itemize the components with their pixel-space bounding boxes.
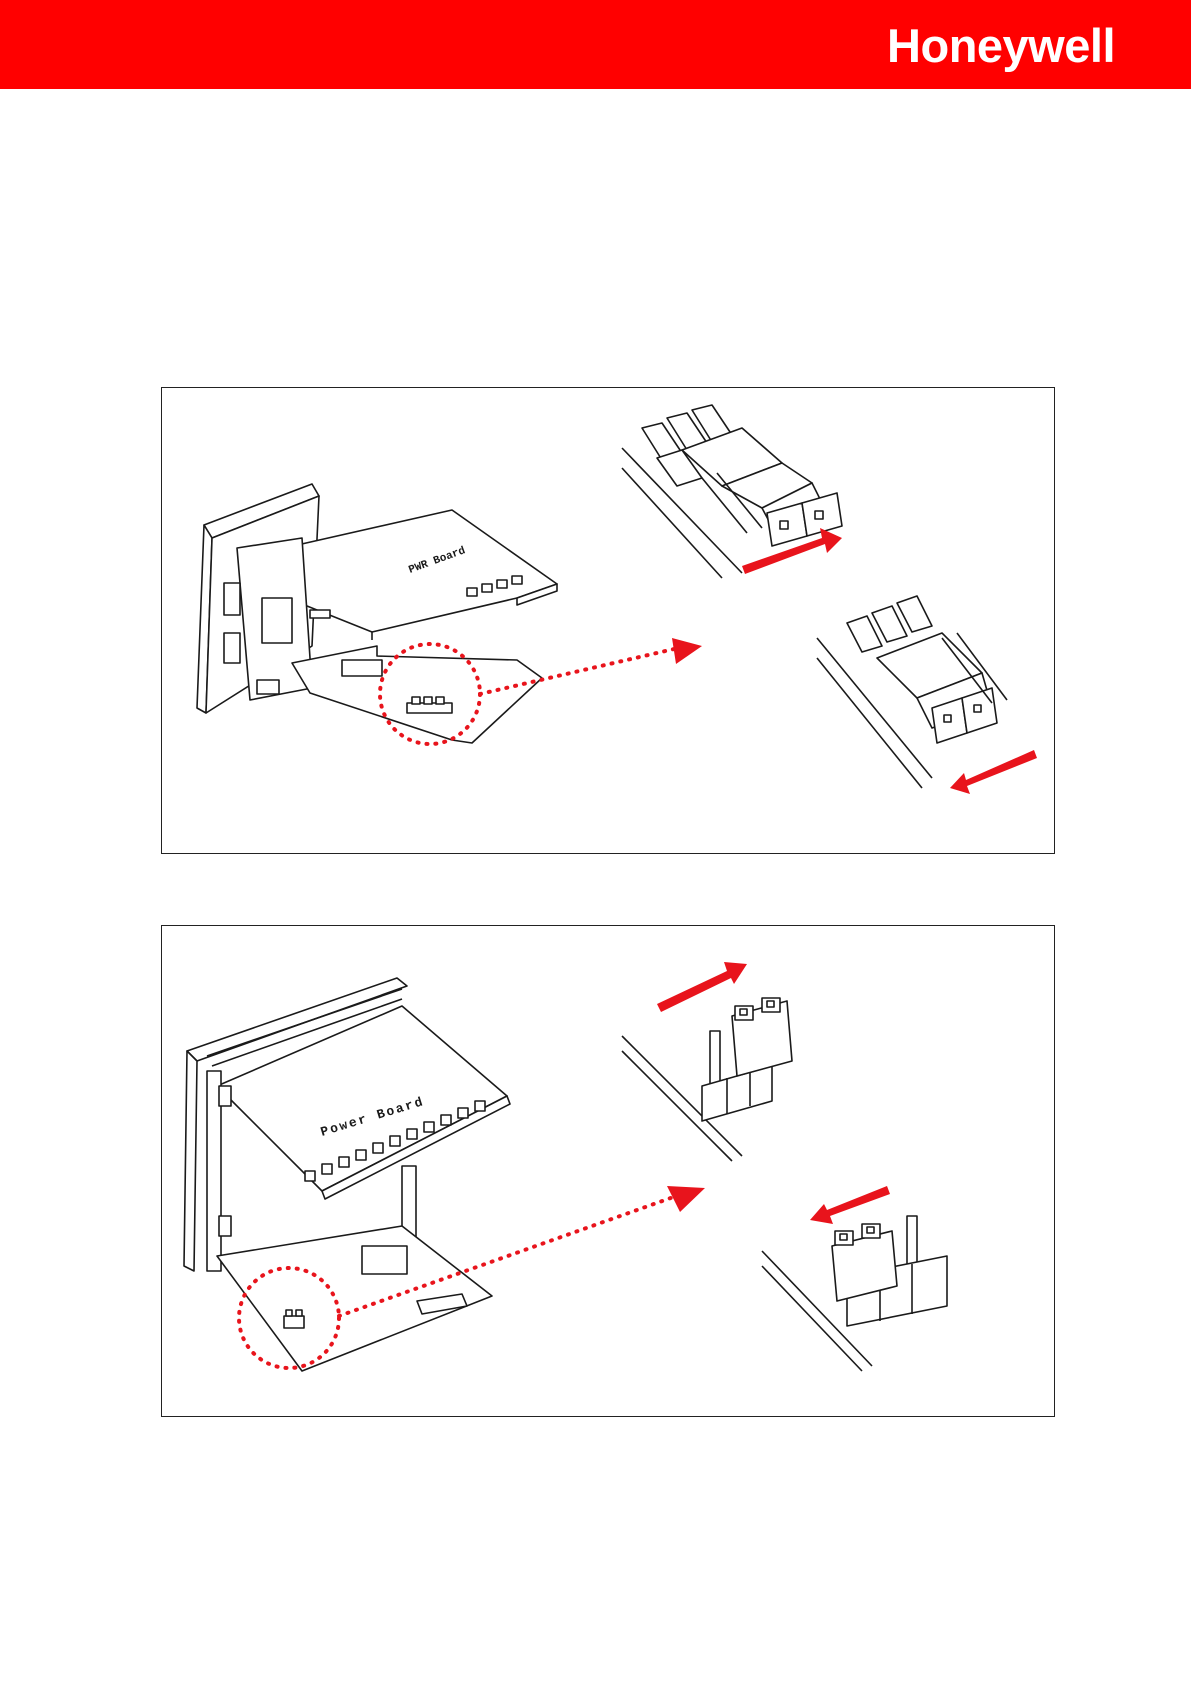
jumper-detail-top	[622, 405, 842, 578]
jumper-detail-top	[622, 998, 792, 1161]
arrow-right-top	[657, 962, 747, 1012]
arrow-left-bottom	[950, 750, 1037, 794]
brand-logo: Honeywell	[887, 18, 1115, 73]
jumper-detail-bottom	[817, 596, 1007, 788]
frame-left-edge	[184, 1051, 197, 1271]
jumper-block-small	[284, 1316, 304, 1328]
pointer-arrowhead	[667, 1186, 705, 1212]
cpu-chip	[342, 660, 382, 676]
diagram-panel-bottom: Power Board	[161, 925, 1055, 1417]
power-board-jumper-diagram: Power Board	[162, 926, 1054, 1416]
arrow-left-bottom	[810, 1186, 890, 1224]
pwr-board-jumper-diagram: PWR Board	[162, 388, 1054, 853]
header-bar: Honeywell	[0, 0, 1191, 89]
jumper-detail-bottom	[762, 1216, 947, 1371]
pointer-arrowhead	[672, 638, 702, 664]
cpu-chip	[362, 1246, 407, 1274]
lower-board	[292, 646, 542, 743]
diagram-panel-top: PWR Board	[161, 387, 1055, 854]
